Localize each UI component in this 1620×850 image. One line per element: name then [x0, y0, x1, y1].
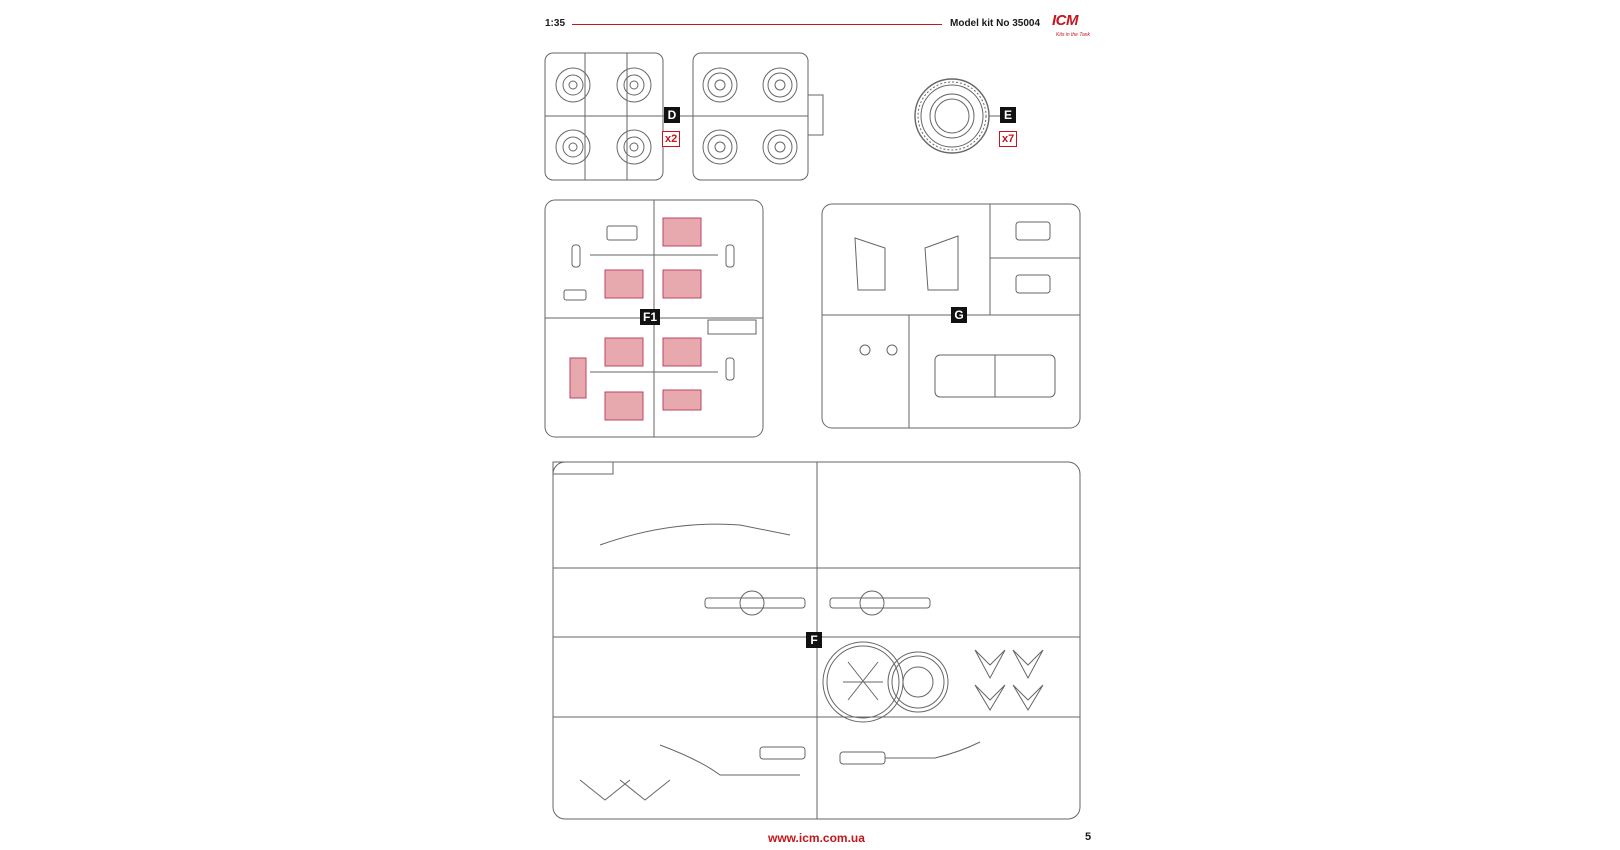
page-number: 5 [1085, 831, 1092, 843]
header-rule [572, 24, 942, 25]
sprue-d-left [544, 52, 664, 181]
gear-wheel [887, 651, 949, 713]
brand-logo: ICM [1052, 12, 1079, 29]
sprue-label-d: D [664, 107, 680, 123]
sprue-f1 [544, 199, 764, 438]
wheel-rim [555, 129, 591, 165]
wheel-rim [555, 67, 591, 103]
clear-parts [569, 217, 702, 421]
wheel-rim [616, 129, 652, 165]
kit-number: Model kit No 35004 [950, 18, 1041, 29]
sprue-label-f1: F1 [640, 309, 661, 325]
sprue-e-tyre [914, 78, 1000, 154]
scale-label: 1:35 [545, 18, 566, 29]
engine-fan [822, 641, 904, 723]
sprue-d-right [663, 52, 824, 181]
brand-tagline: Kits in the Tank [1056, 32, 1091, 38]
sprue-label-g: G [951, 307, 967, 323]
spring-mounts [974, 649, 1044, 711]
wheel-hub [762, 67, 798, 103]
wheel-hub [702, 129, 738, 165]
sprue-count-e: x7 [999, 131, 1018, 147]
wheel-rim [616, 67, 652, 103]
footer-website: www.icm.com.ua [768, 831, 865, 845]
chassis-rods [579, 523, 981, 801]
sprue-label-f: F [806, 632, 822, 648]
wheel-hub [702, 67, 738, 103]
sprue-count-d: x2 [662, 131, 681, 147]
sprue-g [821, 203, 1081, 429]
sprue-label-e: E [1000, 107, 1016, 123]
wheel-hub [762, 129, 798, 165]
